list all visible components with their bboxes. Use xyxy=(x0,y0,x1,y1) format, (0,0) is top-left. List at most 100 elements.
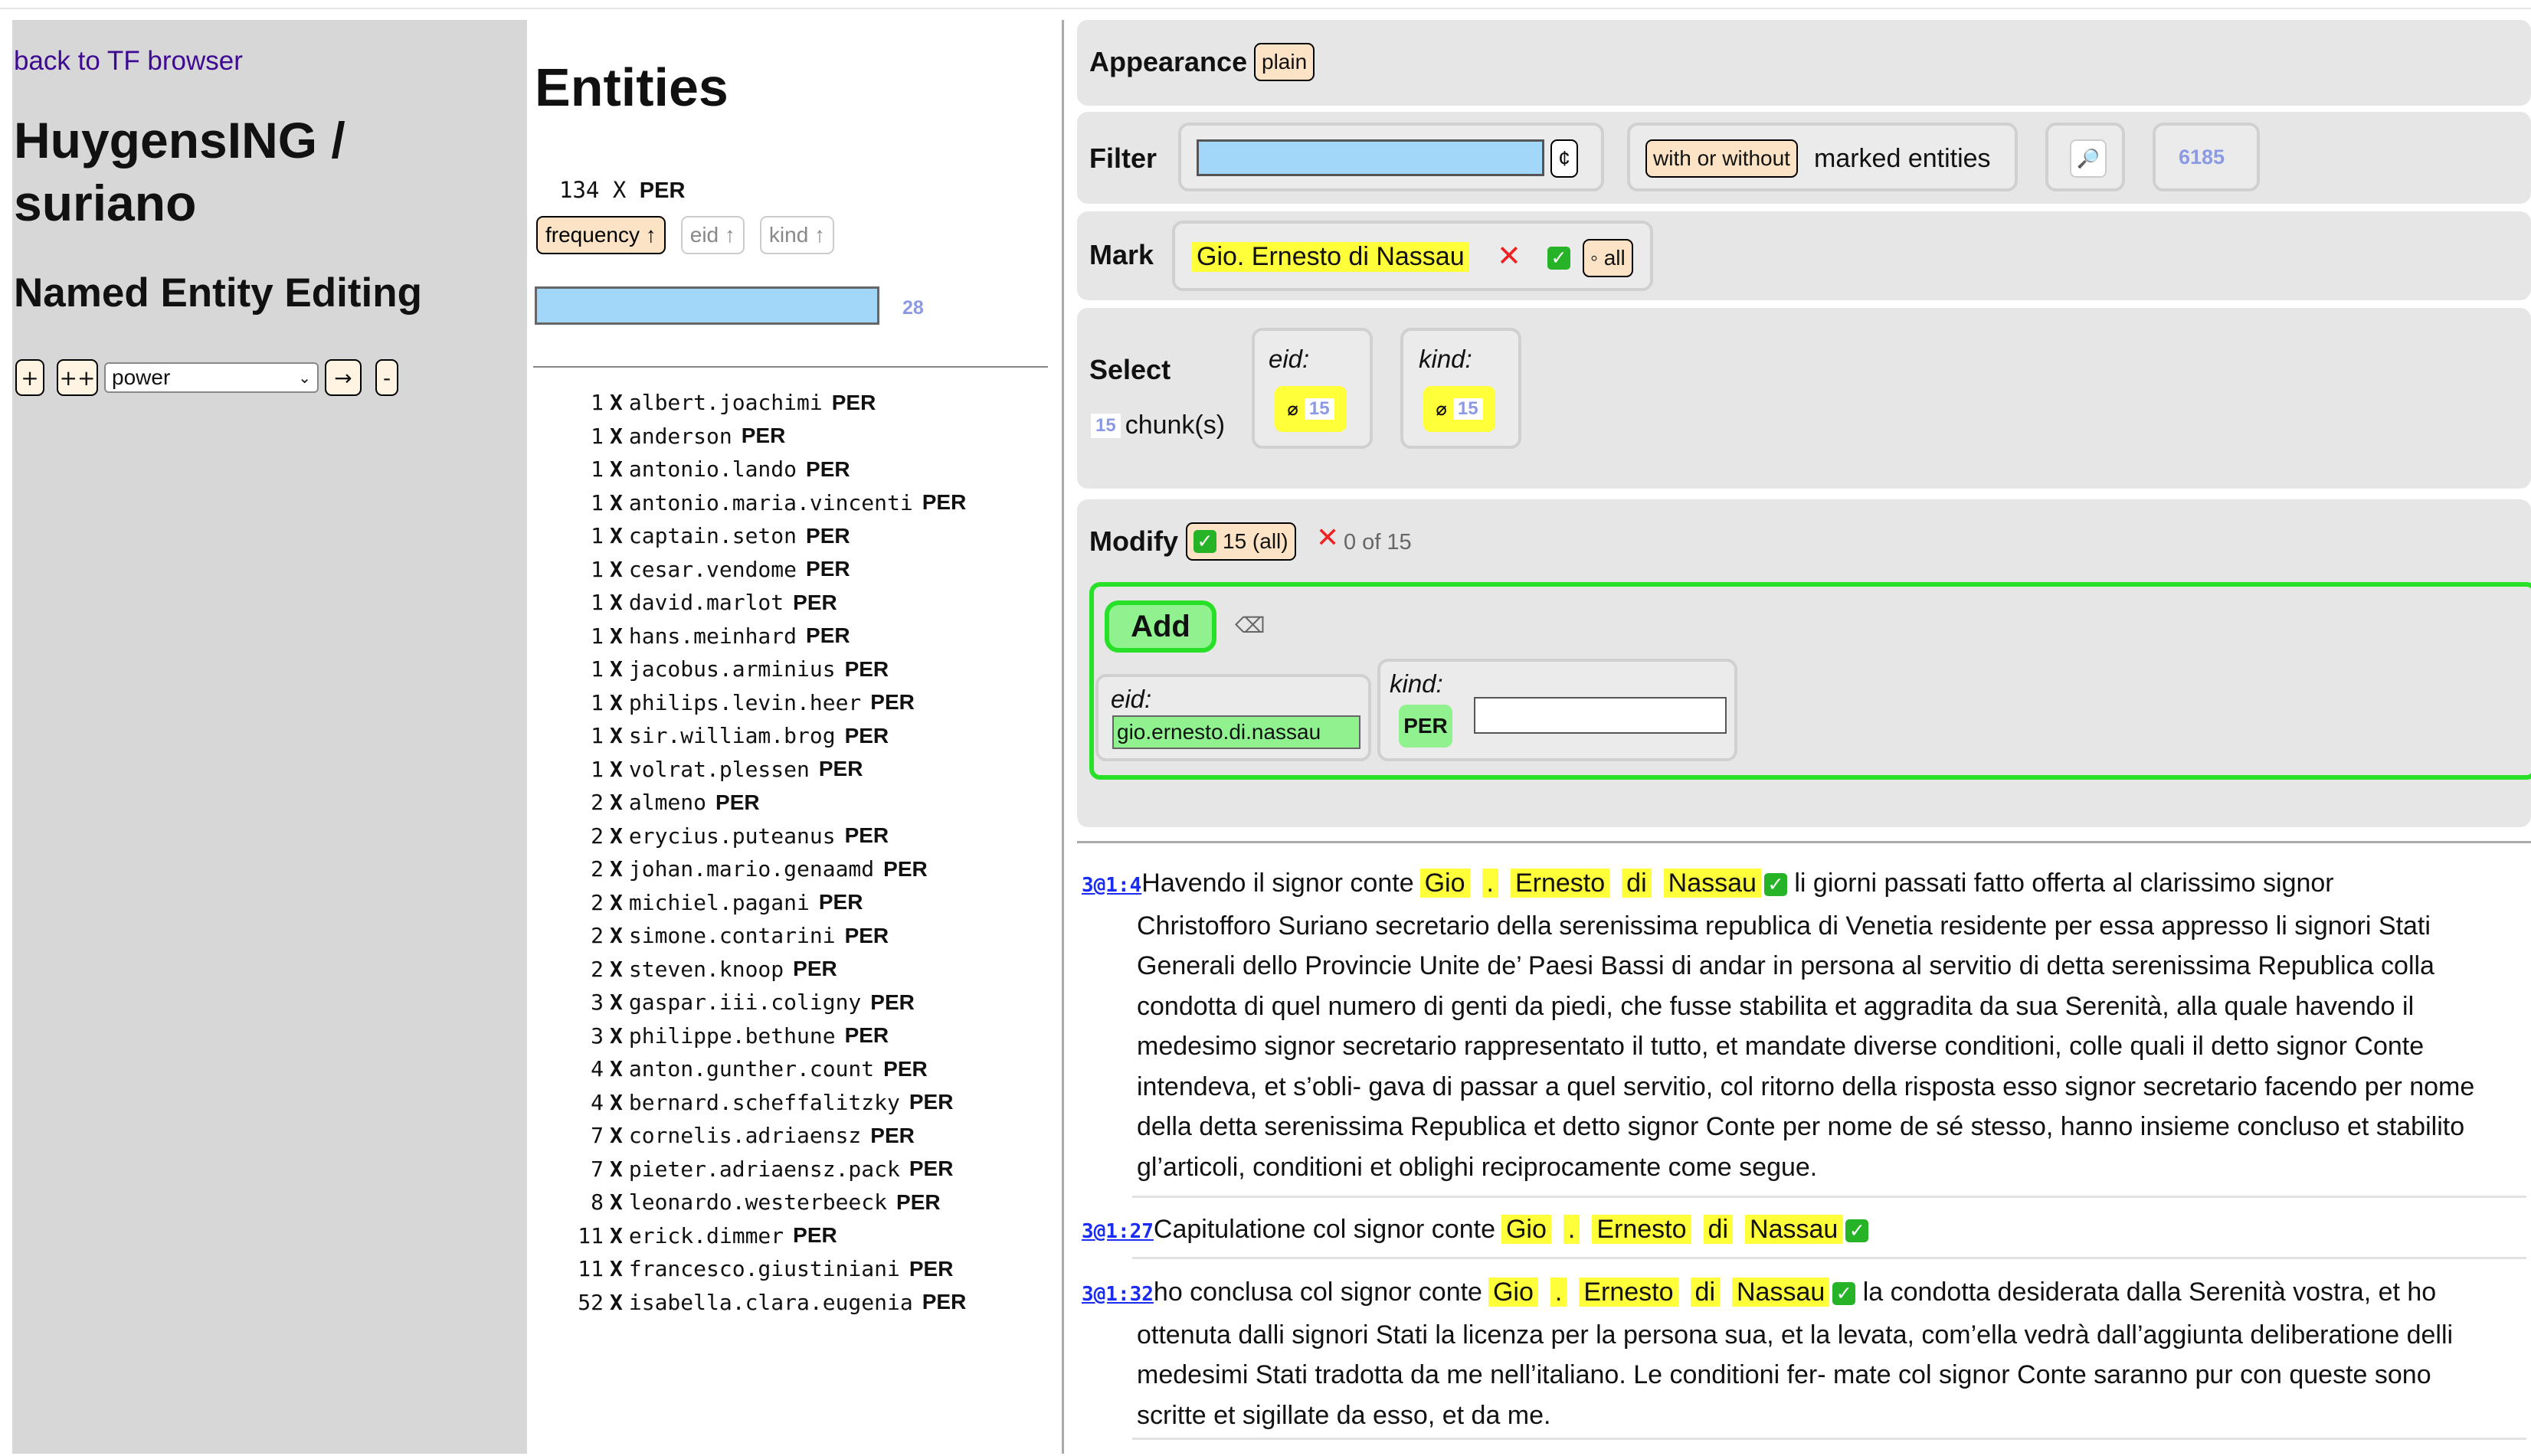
entity-eid: hans.meinhard xyxy=(628,623,797,649)
entity-kind: PER xyxy=(806,557,850,581)
chunk-ref[interactable]: 3@1:4 xyxy=(1082,874,1142,897)
entity-eid: albert.joachimi xyxy=(628,390,823,416)
sort-eid-button[interactable]: eid ↑ xyxy=(680,216,745,254)
token[interactable]: di xyxy=(1703,1215,1734,1244)
entity-kind: PER xyxy=(806,523,850,548)
set-select[interactable]: power ⌄ xyxy=(104,362,319,393)
filter-count-box: 6185 xyxy=(2153,123,2260,191)
chunk-count: 15 chunk(s) xyxy=(1091,411,1225,440)
filter-clear-button[interactable]: ¢ xyxy=(1550,139,1578,178)
token[interactable]: Ernesto xyxy=(1592,1215,1691,1244)
filter-input[interactable] xyxy=(1197,139,1544,176)
delete-set-button[interactable]: - xyxy=(375,359,398,396)
entity-total-kind: PER xyxy=(639,178,686,203)
chunk-ref[interactable]: 3@1:27 xyxy=(1082,1220,1154,1243)
appearance-panel: Appearance plain xyxy=(1077,20,2531,106)
paragraph-text: Havendo il signor conte xyxy=(1141,869,1414,898)
token[interactable]: di xyxy=(1690,1278,1720,1307)
check-icon[interactable]: ✓ xyxy=(1547,247,1570,270)
entity-frequency: 7 xyxy=(591,1156,604,1182)
paragraph-text: Capitulatione col signor conte xyxy=(1153,1215,1495,1244)
chunk-ref[interactable]: 3@1:32 xyxy=(1082,1283,1154,1306)
select-eid-count: 15 xyxy=(1304,398,1334,420)
duplicate-set-button[interactable]: ++ xyxy=(57,359,98,396)
switch-set-button[interactable]: → xyxy=(325,359,362,396)
empty-value-icon: ⌀ xyxy=(1436,398,1447,420)
entity-frequency: 2 xyxy=(591,856,604,882)
token[interactable]: Gio xyxy=(1488,1278,1538,1307)
token[interactable]: . xyxy=(1563,1215,1580,1244)
clear-icon[interactable]: ⌫ xyxy=(1235,613,1266,638)
token[interactable]: Nassau xyxy=(1732,1278,1830,1307)
token[interactable]: Nassau xyxy=(1663,869,1761,898)
token[interactable]: di xyxy=(1622,869,1652,898)
sort-kind-button[interactable]: kind ↑ xyxy=(759,216,835,254)
entity-kind: PER xyxy=(806,456,850,481)
mark-all-button[interactable]: ◦ all xyxy=(1583,239,1633,277)
appearance-mode-button[interactable]: plain xyxy=(1254,43,1315,81)
token[interactable]: Gio xyxy=(1419,869,1470,898)
add-eid-input[interactable]: gio.ernesto.di.nassau xyxy=(1112,715,1360,749)
entity-total-number: 134 xyxy=(559,177,600,203)
token[interactable]: Nassau xyxy=(1745,1215,1843,1244)
modify-all-button[interactable]: ✓ 15 (all) xyxy=(1186,522,1296,561)
filter-count: 6185 xyxy=(2179,146,2225,169)
add-button[interactable]: Add xyxy=(1105,600,1216,653)
token[interactable]: Ernesto xyxy=(1579,1278,1678,1307)
add-kind-input[interactable] xyxy=(1474,697,1727,734)
entity-search-input[interactable] xyxy=(535,286,879,325)
token[interactable]: . xyxy=(1482,869,1498,898)
back-link[interactable]: back to TF browser xyxy=(14,46,243,76)
entity-frequency: 1 xyxy=(591,623,604,649)
entity-kind: PER xyxy=(844,823,889,848)
add-kind-value[interactable]: PER xyxy=(1399,705,1452,748)
select-kind-value[interactable]: ⌀ 15 xyxy=(1423,386,1495,432)
paragraph-line: medesimo signor secretario rappresentato… xyxy=(1137,1032,2425,1061)
token[interactable]: . xyxy=(1550,1278,1567,1307)
entity-eid: cesar.vendome xyxy=(628,556,797,582)
paragraph-text: ho conclusa col signor conte xyxy=(1153,1278,1482,1307)
with-or-without-button[interactable]: with or without xyxy=(1645,139,1798,178)
add-set-button[interactable]: + xyxy=(15,359,44,396)
token[interactable]: Gio xyxy=(1501,1215,1551,1244)
entity-kind: PER xyxy=(793,1223,837,1248)
token[interactable]: Ernesto xyxy=(1510,869,1610,898)
search-icon[interactable]: 🔎 xyxy=(2070,139,2107,178)
unmark-icon[interactable]: ✕ xyxy=(1497,239,1521,273)
entity-frequency: 1 xyxy=(591,423,604,449)
exclude-icon[interactable]: ✕ xyxy=(1316,522,1340,554)
entity-kind: PER xyxy=(844,723,889,748)
sort-frequency-button[interactable]: frequency ↑ xyxy=(536,216,666,254)
add-eid-box: eid: gio.ernesto.di.nassau xyxy=(1095,674,1371,761)
select-eid-value[interactable]: ⌀ 15 xyxy=(1275,386,1347,432)
